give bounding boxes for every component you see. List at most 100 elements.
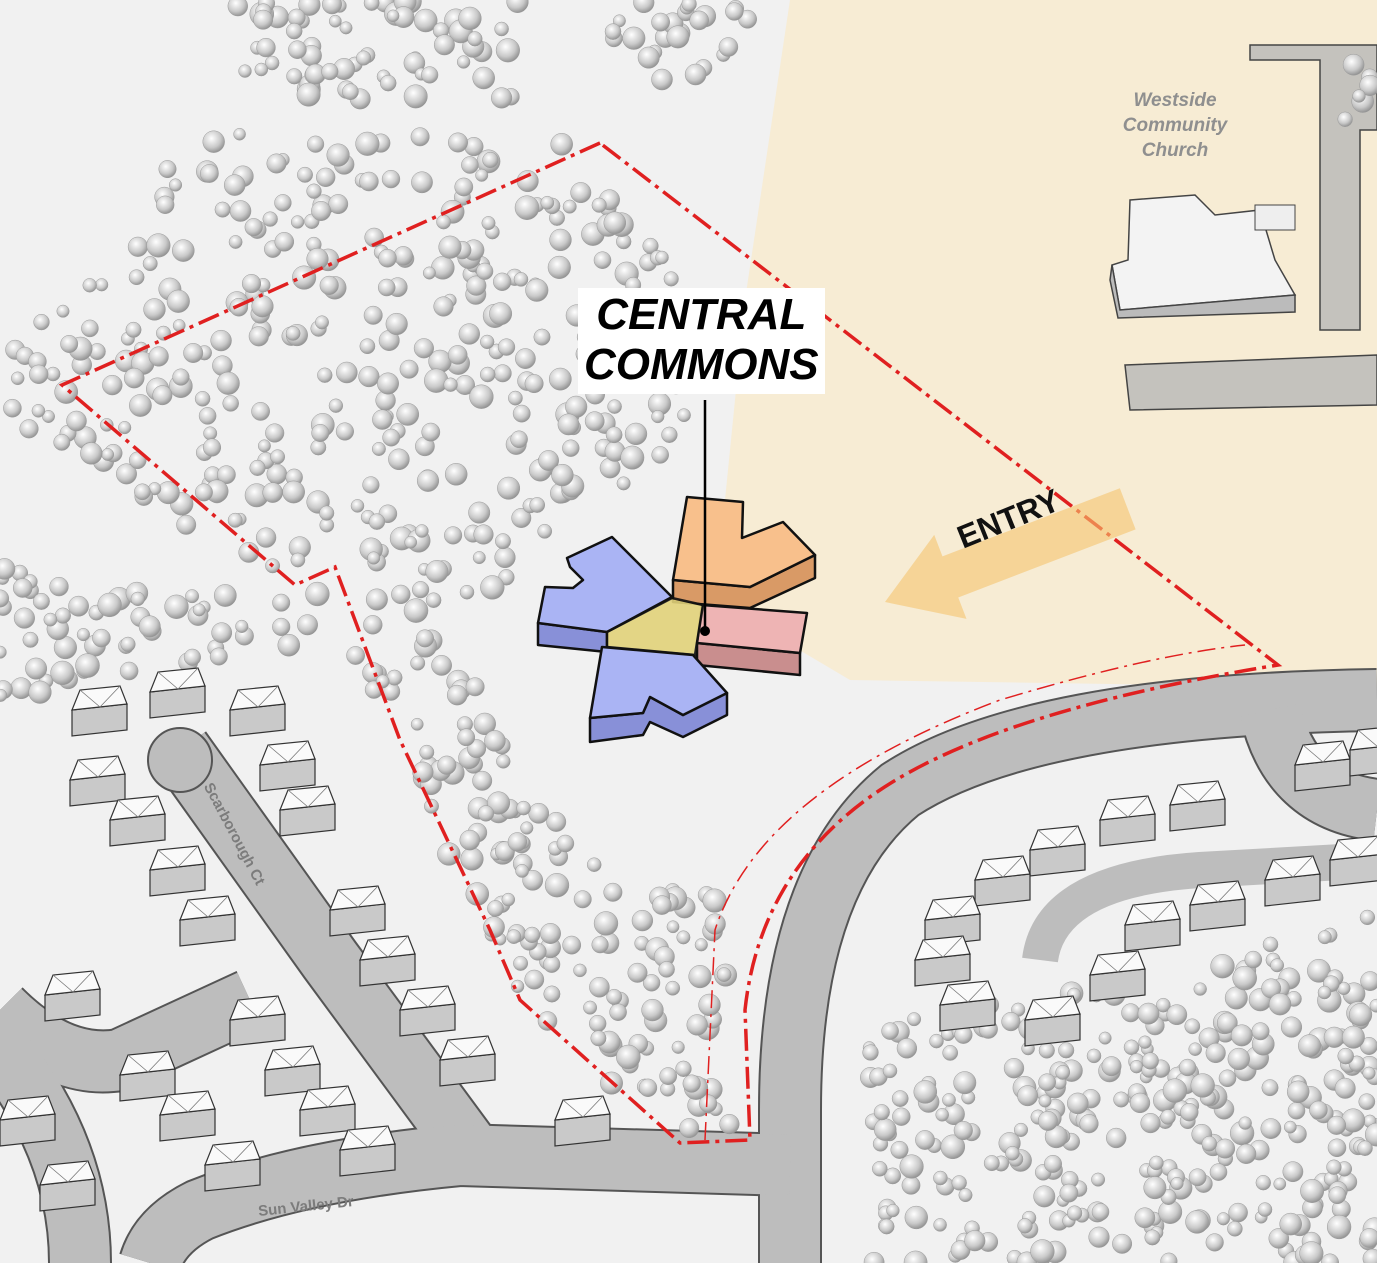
tree — [1055, 1065, 1071, 1080]
tree — [362, 476, 380, 494]
tree — [102, 374, 123, 396]
tree — [66, 410, 87, 432]
tree — [515, 864, 529, 878]
tree — [359, 338, 376, 355]
tree — [274, 194, 292, 212]
tree — [940, 1134, 966, 1160]
tree — [116, 463, 137, 485]
tree — [725, 2, 744, 21]
tree — [1342, 53, 1365, 76]
tree — [482, 151, 499, 169]
tree — [264, 55, 280, 71]
tree — [436, 214, 451, 230]
tree — [285, 22, 303, 40]
tree — [544, 873, 570, 898]
tree — [306, 247, 329, 271]
tree — [213, 584, 237, 607]
tree — [1209, 1163, 1228, 1181]
tree — [496, 754, 511, 769]
tree — [491, 87, 513, 109]
tree — [321, 63, 339, 81]
tree — [13, 607, 35, 629]
tree — [166, 289, 190, 313]
tree — [1144, 1229, 1161, 1246]
tree — [1143, 1176, 1167, 1200]
tree — [665, 980, 681, 996]
tree — [1058, 1042, 1075, 1059]
tree — [379, 74, 397, 92]
tree — [493, 272, 512, 291]
tree — [0, 589, 10, 608]
tree — [1190, 1073, 1215, 1098]
tree — [1337, 1047, 1354, 1065]
tree — [486, 791, 511, 815]
tree — [228, 235, 243, 249]
tree — [472, 770, 493, 791]
tree — [562, 439, 580, 457]
tree — [42, 410, 55, 423]
tree — [562, 935, 582, 955]
house — [974, 855, 1031, 907]
house — [359, 935, 416, 987]
tree — [548, 367, 572, 391]
house — [914, 935, 971, 987]
tree — [1317, 985, 1332, 1000]
tree — [637, 46, 660, 69]
tree — [863, 1251, 885, 1263]
tree — [484, 730, 506, 752]
tree — [896, 1038, 918, 1059]
tree — [1341, 1025, 1365, 1049]
tree — [82, 278, 97, 293]
house — [279, 785, 336, 837]
tree — [506, 0, 529, 13]
tree — [651, 12, 670, 32]
tree — [1112, 1233, 1133, 1254]
tree — [1149, 1155, 1164, 1171]
tree — [1244, 950, 1263, 969]
tree — [466, 275, 487, 296]
tree — [328, 398, 344, 413]
tree — [290, 215, 305, 229]
tree — [1188, 1168, 1207, 1187]
tree — [1003, 1058, 1025, 1079]
tree — [958, 1188, 973, 1203]
building-complex — [536, 495, 817, 744]
tree — [164, 594, 189, 619]
tree — [425, 592, 442, 608]
house — [1349, 727, 1377, 777]
tree — [431, 655, 452, 676]
tree — [1261, 1079, 1279, 1097]
house — [1189, 880, 1246, 932]
tree — [467, 31, 483, 47]
tree — [679, 1118, 700, 1139]
tree — [454, 177, 474, 197]
tree — [1091, 1203, 1110, 1221]
tree — [176, 514, 197, 535]
tree — [873, 1104, 890, 1121]
tree — [1160, 1109, 1176, 1125]
tree — [1358, 1093, 1376, 1111]
tree — [367, 551, 381, 565]
tree — [570, 182, 592, 204]
tree — [589, 976, 610, 998]
tree — [388, 448, 410, 471]
tree — [550, 133, 573, 156]
tree — [473, 712, 496, 736]
tree — [134, 483, 151, 501]
tree — [272, 617, 291, 636]
tree — [549, 228, 572, 252]
tree — [138, 615, 161, 638]
tree — [716, 967, 732, 982]
tree — [448, 132, 468, 153]
tree — [22, 631, 39, 648]
houses — [0, 667, 1377, 1212]
tree — [1359, 74, 1377, 96]
tree — [457, 728, 476, 747]
tree — [433, 296, 454, 317]
tree — [335, 422, 354, 441]
tree — [520, 821, 534, 835]
tree — [1334, 1077, 1356, 1099]
tree — [522, 869, 544, 891]
tree — [633, 0, 655, 14]
house — [329, 885, 386, 937]
